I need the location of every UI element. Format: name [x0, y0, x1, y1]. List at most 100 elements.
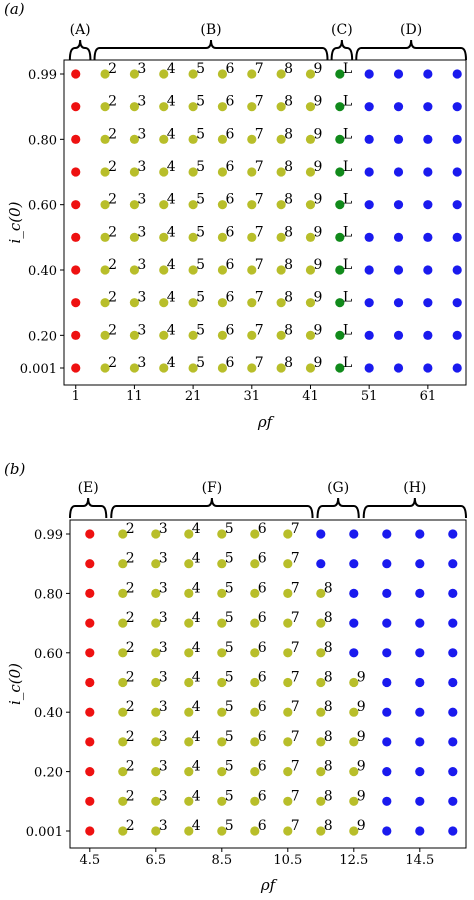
data-point — [184, 618, 194, 628]
data-point — [305, 167, 316, 177]
data-point — [217, 200, 228, 210]
data-point — [276, 232, 286, 242]
point-label: 5 — [225, 759, 234, 775]
data-point — [217, 232, 228, 242]
data-point — [423, 298, 433, 308]
data-point — [316, 737, 326, 747]
data-point — [283, 618, 293, 628]
data-point — [349, 648, 359, 658]
point-label: 4 — [167, 224, 176, 240]
bracket-label: (A) — [70, 22, 91, 38]
data-point — [393, 232, 404, 242]
data-point — [316, 648, 326, 658]
point-label: 6 — [225, 322, 234, 338]
point-label: 3 — [159, 699, 168, 715]
bracket — [110, 497, 314, 519]
data-point — [71, 102, 81, 112]
point-label: 7 — [291, 699, 300, 715]
data-point — [393, 102, 404, 112]
data-point — [276, 330, 286, 340]
data-point — [129, 363, 140, 373]
data-point — [393, 330, 404, 340]
point-label: 3 — [159, 580, 168, 596]
point-label: 8 — [284, 322, 293, 338]
point-label: 5 — [225, 640, 234, 656]
point-label: 2 — [108, 192, 117, 208]
data-point — [423, 330, 433, 340]
point-label: 3 — [137, 290, 146, 306]
point-label: 2 — [108, 94, 117, 110]
data-point — [448, 529, 458, 539]
point-label: 8 — [284, 224, 293, 240]
data-point — [349, 677, 359, 688]
data-point — [364, 102, 374, 112]
point-label: 8 — [284, 355, 293, 371]
point-label: 8 — [324, 580, 333, 596]
point-label: 5 — [196, 257, 205, 273]
point-label: L — [343, 159, 352, 175]
plot-frame — [63, 59, 467, 386]
data-point — [85, 618, 95, 628]
data-point — [382, 767, 392, 777]
point-label: 8 — [324, 610, 333, 626]
data-point — [118, 618, 128, 628]
data-point — [448, 588, 458, 599]
data-point — [250, 648, 260, 658]
data-point — [415, 707, 425, 717]
data-point — [448, 559, 458, 569]
data-point — [423, 69, 433, 79]
data-point — [100, 363, 110, 373]
point-label: 8 — [324, 759, 333, 775]
point-label: 9 — [313, 94, 322, 110]
data-point — [316, 796, 326, 806]
data-point — [217, 677, 227, 688]
point-label: 5 — [196, 355, 205, 371]
data-point — [423, 200, 433, 210]
data-point — [283, 737, 293, 747]
point-label: 4 — [192, 699, 201, 715]
y-tick-label: 0.001 — [26, 825, 63, 840]
point-label: L — [343, 355, 352, 371]
data-point — [159, 330, 169, 340]
data-point — [415, 588, 425, 599]
point-label: 5 — [225, 818, 234, 834]
data-point — [151, 529, 161, 539]
point-label: 8 — [324, 670, 333, 686]
data-point — [129, 232, 140, 242]
data-point — [188, 298, 198, 308]
data-point — [382, 826, 392, 836]
point-label: 2 — [126, 759, 135, 775]
point-label: 6 — [258, 699, 267, 715]
point-label: 5 — [225, 610, 234, 626]
point-label: 3 — [137, 192, 146, 208]
data-point — [217, 826, 227, 836]
data-point — [100, 330, 110, 340]
point-label: 7 — [291, 640, 300, 656]
data-point — [159, 102, 169, 112]
point-label: 5 — [196, 192, 205, 208]
data-point — [151, 588, 161, 599]
point-label: L — [343, 61, 352, 77]
data-point — [305, 232, 316, 242]
point-label: 8 — [324, 818, 333, 834]
point-label: 6 — [225, 290, 234, 306]
point-label: 6 — [225, 355, 234, 371]
data-point — [184, 529, 194, 539]
data-point — [382, 677, 392, 688]
data-point — [159, 232, 169, 242]
point-label: 2 — [126, 551, 135, 567]
point-label: 3 — [137, 224, 146, 240]
data-point — [305, 102, 316, 112]
data-point — [393, 265, 404, 275]
data-point — [188, 134, 198, 144]
data-point — [71, 330, 81, 340]
x-tick-label: 4.5 — [79, 853, 100, 868]
point-label: 2 — [126, 699, 135, 715]
data-point — [283, 796, 293, 806]
y-tick-label: 0.20 — [28, 329, 57, 344]
point-label: 6 — [258, 670, 267, 686]
data-point — [415, 796, 425, 806]
point-label: 9 — [357, 818, 366, 834]
data-point — [335, 363, 345, 373]
data-point — [151, 677, 161, 688]
